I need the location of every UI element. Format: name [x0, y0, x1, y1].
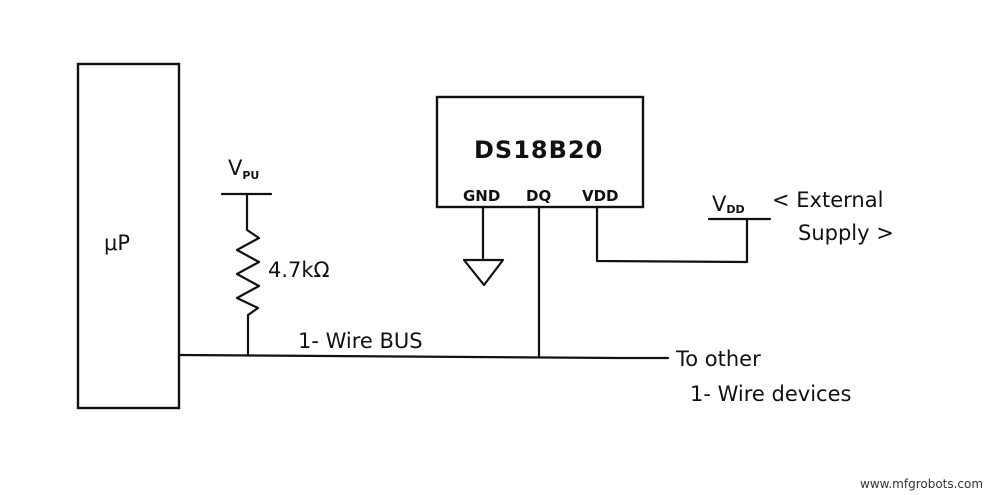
pin-gnd-label: GND [463, 187, 500, 205]
external-supply-note-line1: < External [772, 188, 883, 212]
pin-dq-label: DQ [526, 187, 551, 205]
one-wire-bus-line [177, 353, 670, 360]
pullup-resistor [235, 192, 261, 357]
bus-label: 1- Wire BUS [298, 329, 423, 353]
other-devices-line2: 1- Wire devices [690, 382, 851, 406]
vdd-external-label: VDD [712, 192, 745, 216]
microprocessor-block [76, 62, 181, 410]
vpu-label: VPU [228, 156, 259, 182]
ground-symbol [462, 258, 505, 287]
ds18b20-label: DS18B20 [474, 136, 603, 164]
resistor-value-label: 4.7kΩ [268, 258, 330, 282]
watermark: www.mfgrobots.com [860, 477, 983, 491]
pin-vdd-label: VDD [582, 187, 619, 205]
other-devices-line1: To other [675, 347, 761, 371]
external-supply-note-line2: Supply > [798, 221, 894, 245]
vdd-wire [595, 205, 749, 264]
microprocessor-label: μP [104, 231, 130, 255]
